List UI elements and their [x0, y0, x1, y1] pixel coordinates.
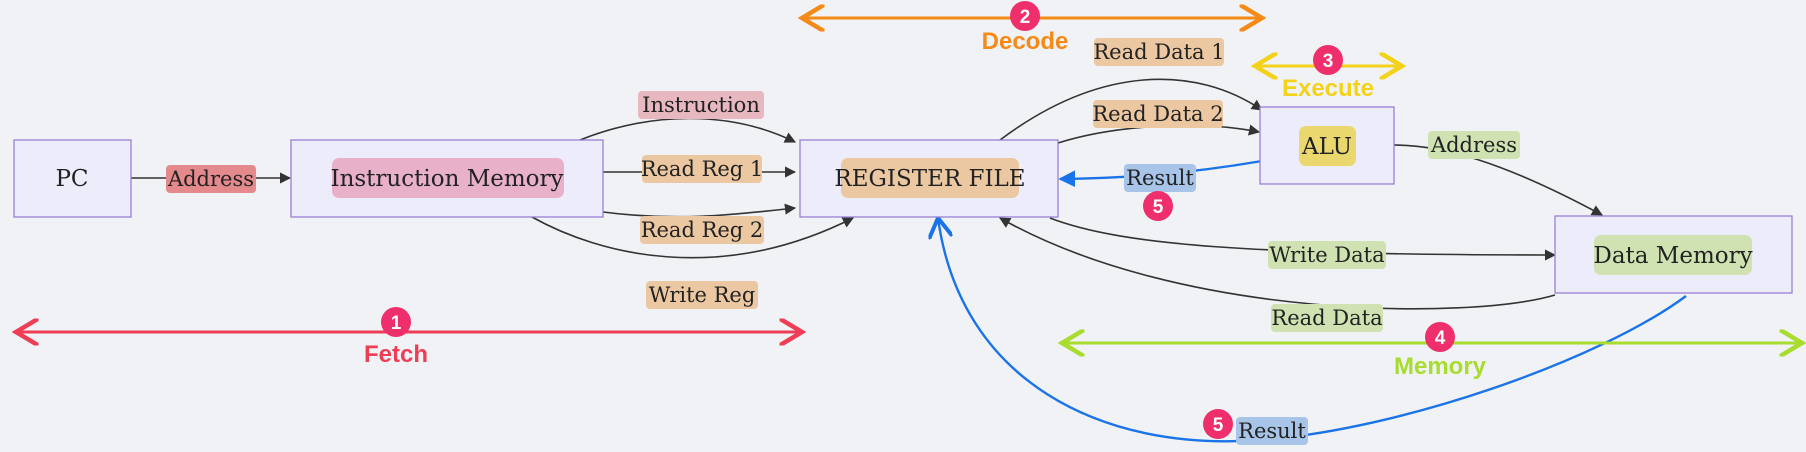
writeback-badge-alu — [1143, 191, 1173, 221]
label-bg-write-data — [1268, 241, 1386, 269]
execute-label: Execute — [1282, 75, 1374, 102]
edge-label-result-mem: Result — [1238, 419, 1306, 443]
execute-badge — [1313, 45, 1343, 75]
label-bg-write-reg — [646, 281, 758, 309]
fetch-badge — [381, 307, 411, 337]
label-bg-result-mem — [1236, 417, 1308, 445]
pc-box — [13, 139, 132, 218]
node-alu: ALU — [1259, 106, 1395, 185]
decode-badge — [1010, 1, 1040, 31]
register-file-label: REGISTER FILE — [834, 166, 1025, 192]
decode-label: Decode — [982, 28, 1069, 55]
data-memory-highlight — [1594, 235, 1752, 275]
edge-write-data — [1049, 217, 1557, 261]
stage-execute: 3 Execute — [1255, 45, 1402, 102]
label-bg-read-reg-1 — [642, 155, 762, 183]
edge-label-read-data-2: Read Data 2 — [1092, 102, 1223, 126]
writeback-badge-alu-number: 5 — [1153, 197, 1164, 218]
fetch-label: Fetch — [364, 341, 428, 368]
edge-read-data-2 — [1057, 124, 1261, 144]
edge-label-instruction: Instruction — [642, 93, 760, 117]
memory-badge — [1425, 322, 1455, 352]
memory-badge-number: 4 — [1435, 328, 1446, 349]
label-bg-address-pc — [166, 165, 256, 193]
edge-labels: Address Instruction Read Reg 1 Read Reg … — [166, 38, 1520, 445]
edge-label-write-data: Write Data — [1269, 243, 1384, 267]
execute-badge-number: 3 — [1323, 51, 1334, 72]
register-file-highlight — [841, 158, 1019, 198]
node-instruction-memory: Instruction Memory — [290, 139, 604, 218]
edge-label-address-alu: Address — [1430, 133, 1517, 157]
instruction-memory-label: Instruction Memory — [330, 166, 563, 192]
label-bg-read-data — [1271, 304, 1383, 332]
edge-write-reg — [531, 216, 855, 259]
stage-writeback: 5 5 — [1143, 191, 1233, 439]
edge-label-address-pc: Address — [167, 167, 254, 191]
edge-label-read-reg-1: Read Reg 1 — [641, 157, 764, 181]
node-pc: PC — [13, 139, 132, 218]
data-memory-label: Data Memory — [1593, 243, 1752, 269]
memory-label: Memory — [1394, 353, 1487, 380]
label-bg-read-reg-2 — [640, 216, 764, 244]
label-bg-read-data-2 — [1093, 100, 1223, 128]
edge-alu-address — [1393, 144, 1603, 216]
node-register-file: REGISTER FILE — [799, 139, 1059, 218]
stage-memory: 4 Memory — [1062, 322, 1802, 380]
edge-instruction — [579, 117, 797, 143]
instruction-memory-highlight — [332, 158, 564, 198]
node-data-memory: Data Memory — [1554, 215, 1793, 294]
fetch-badge-number: 1 — [391, 313, 402, 334]
alu-label: ALU — [1301, 134, 1352, 160]
edge-label-read-data-1: Read Data 1 — [1093, 40, 1224, 64]
label-bg-address-alu — [1428, 131, 1520, 159]
label-bg-result-alu — [1124, 164, 1196, 192]
alu-highlight — [1299, 126, 1356, 166]
stage-decode: 2 Decode — [802, 1, 1262, 55]
edges — [131, 78, 1603, 310]
edge-label-write-reg: Write Reg — [649, 283, 756, 307]
label-bg-instruction — [638, 91, 764, 119]
edge-label-read-data: Read Data — [1271, 306, 1382, 330]
edge-read-reg-2 — [602, 203, 797, 218]
label-bg-read-data-1 — [1094, 38, 1224, 66]
writeback-badge-memory — [1203, 409, 1233, 439]
decode-badge-number: 2 — [1020, 7, 1031, 28]
stage-fetch: 1 Fetch — [16, 307, 802, 368]
edge-label-read-reg-2: Read Reg 2 — [641, 218, 764, 242]
writeback-badge-memory-number: 5 — [1213, 415, 1224, 436]
pc-label: PC — [55, 166, 88, 192]
edge-label-result-alu: Result — [1126, 166, 1194, 190]
edge-read-data-1 — [999, 78, 1263, 141]
